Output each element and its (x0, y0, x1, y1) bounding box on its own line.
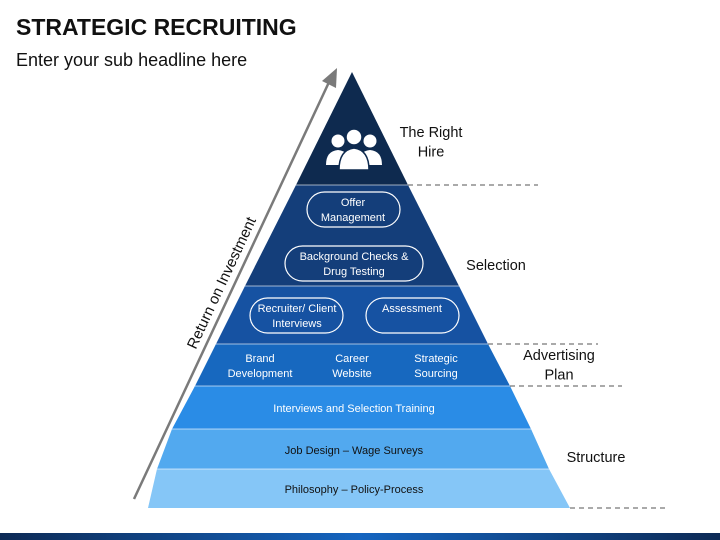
roi-arrow (132, 68, 337, 500)
structure-row-interviews-training: Interviews and Selection Training (273, 403, 434, 415)
structure-row-philosophy: Philosophy – Policy-Process (285, 484, 424, 496)
side-label-selection: Selection (466, 258, 526, 274)
pill-label: Assessment (382, 303, 442, 315)
structure-row-job-design: Job Design – Wage Surveys (285, 445, 424, 457)
tier-advertising (195, 344, 510, 386)
tier-structure-2 (157, 429, 549, 469)
footer-accent-bar (0, 533, 720, 540)
tier-structure-3 (148, 469, 570, 508)
tier-selection-upper (245, 185, 459, 286)
page-subtitle: Enter your sub headline here (16, 50, 248, 70)
page-title: STRATEGIC RECRUITING (16, 14, 297, 40)
tier-selection-lower (216, 286, 488, 344)
people-group-icon (326, 128, 382, 171)
pill-background-checks: Background Checks &Drug Testing (284, 245, 424, 282)
pill-assessment: Assessment (365, 297, 460, 334)
pill-label: Background Checks &Drug Testing (300, 251, 409, 278)
side-label-structure: Structure (567, 450, 626, 466)
tier-structure-1 (172, 386, 531, 429)
